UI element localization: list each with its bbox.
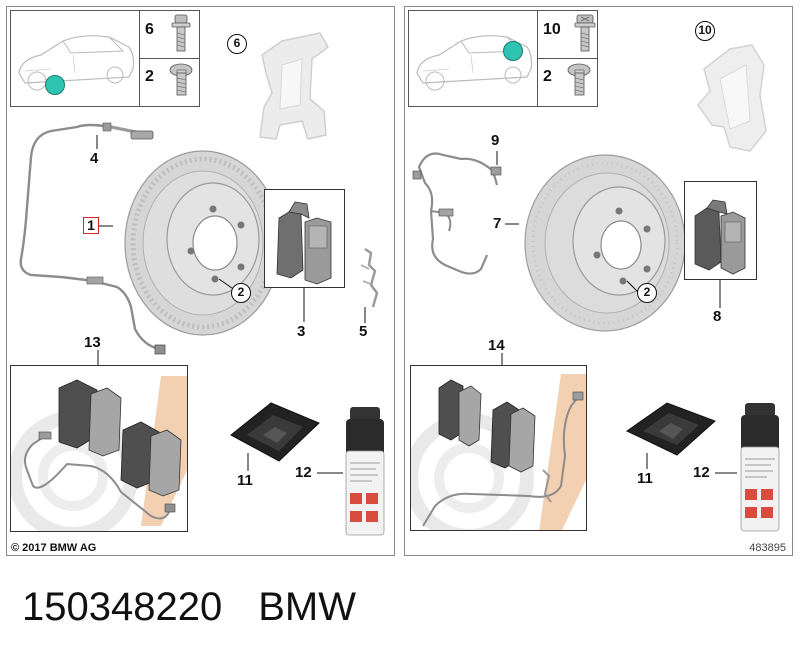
brake-kit-box (10, 365, 188, 532)
callout-1-highlighted[interactable]: 1 (83, 217, 99, 234)
copyright-text: © 2017 BMW AG (11, 542, 97, 554)
callout-4: 4 (90, 150, 99, 167)
brake-kit-image (411, 374, 586, 530)
part-number: 150348220 (22, 585, 223, 629)
legend-row-screw: 2 (139, 58, 199, 105)
callout-12: 12 (693, 464, 710, 481)
legend-row-bolt: 10 (537, 11, 597, 59)
brake-pads-image (276, 201, 332, 285)
legend-row-bolt: 6 (139, 11, 199, 59)
callout-8: 8 (713, 308, 722, 325)
legend-qty: 2 (543, 68, 552, 85)
spray-can-image (345, 407, 385, 536)
callout-11: 11 (237, 472, 253, 489)
callout-12: 12 (295, 464, 312, 481)
position-marker (503, 41, 523, 61)
callout-6: 6 (227, 34, 247, 54)
spray-can-image (740, 403, 780, 532)
callout-10: 10 (695, 21, 715, 41)
position-marker (45, 75, 65, 95)
leader-line (719, 280, 721, 308)
callout-13: 13 (84, 334, 101, 351)
leader-line (364, 307, 366, 323)
leader-line (99, 225, 113, 227)
brand-name: BMW (258, 585, 356, 629)
leader-line (501, 353, 503, 367)
brake-pads-box (684, 181, 757, 280)
grease-packet-image (230, 402, 320, 462)
diagram-id: 483895 (749, 542, 786, 554)
brake-kit-image (11, 376, 187, 531)
leader-line (715, 472, 737, 474)
footer-caption: 150348220 BMW (22, 585, 356, 630)
caliper-carrier-image (697, 44, 767, 152)
legend-box: 10 2 (408, 10, 598, 107)
callout-2: 2 (637, 283, 657, 303)
callout-7: 7 (493, 215, 502, 232)
car-outline-icon (416, 35, 533, 91)
legend-qty: 6 (145, 21, 154, 38)
legend-qty: 2 (145, 68, 154, 85)
leader-line (247, 453, 249, 471)
wear-sensor-cable-image (19, 122, 166, 355)
car-position-thumbnail (11, 11, 140, 106)
leader-line (97, 350, 99, 366)
callout-3: 3 (297, 323, 306, 340)
screw-icon (567, 63, 591, 96)
leader-line (646, 453, 648, 469)
caliper-carrier-image (259, 32, 329, 140)
callout-2: 2 (231, 283, 251, 303)
leader-line (303, 288, 305, 322)
callout-9: 9 (491, 132, 500, 149)
brake-disc-image (524, 154, 686, 332)
parts-diagram-rear: 10 2 10 (404, 6, 793, 556)
brake-kit-box (410, 365, 587, 531)
brake-pads-image (694, 199, 746, 275)
leader-line (317, 472, 343, 474)
screw-icon (169, 63, 193, 96)
parts-diagram-front: 6 2 6 4 (6, 6, 395, 556)
brake-pads-box (264, 189, 345, 288)
legend-box: 6 2 (10, 10, 200, 107)
legend-row-screw: 2 (537, 58, 597, 105)
callout-11: 11 (637, 470, 653, 487)
grease-packet-image (626, 402, 716, 456)
callout-14: 14 (488, 337, 505, 354)
callout-5: 5 (359, 323, 368, 340)
leader-line (505, 223, 519, 225)
car-outline-icon (18, 35, 135, 91)
wear-sensor-cable-image (412, 151, 502, 275)
bolt-icon (574, 14, 596, 52)
bolt-icon (171, 14, 191, 52)
brake-disc-image (124, 150, 282, 336)
legend-qty: 10 (543, 21, 561, 38)
anti-rattle-clip-image (360, 248, 379, 308)
